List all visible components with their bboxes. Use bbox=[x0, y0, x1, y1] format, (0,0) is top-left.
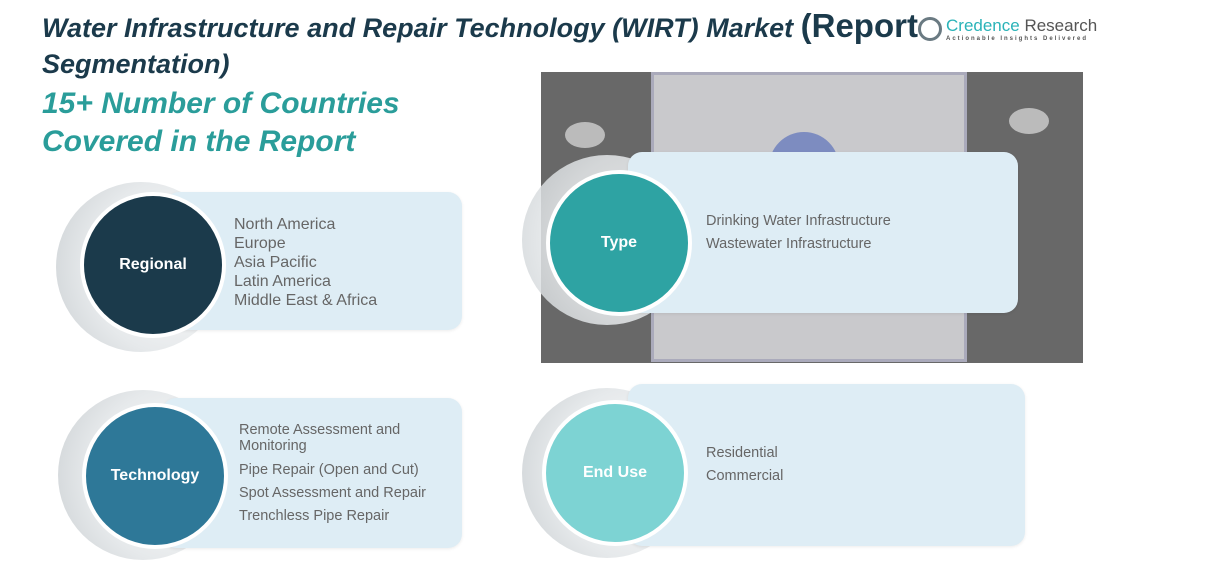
list-item: Middle East & Africa bbox=[234, 292, 378, 309]
list-item: Pipe Repair (Open and Cut) bbox=[239, 462, 419, 478]
list-item: Asia Pacific bbox=[234, 254, 317, 271]
end-use-panel bbox=[628, 384, 1025, 546]
logo-tagline: Actionable Insights Delivered bbox=[946, 36, 1089, 42]
list-item: Residential bbox=[706, 445, 778, 461]
technology-list: Remote Assessment and Monitoring Pipe Re… bbox=[239, 420, 429, 528]
list-item: Europe bbox=[234, 235, 286, 252]
subtitle: 15+ Number of Countries Covered in the R… bbox=[42, 87, 400, 158]
credence-logo: Credence Research Actionable Insights De… bbox=[918, 16, 1097, 42]
list-item: Commercial bbox=[706, 468, 784, 484]
regional-list: North America Europe Asia Pacific Latin … bbox=[234, 215, 377, 310]
list-item: Spot Assessment and Repair bbox=[239, 485, 426, 501]
list-item: North America bbox=[234, 216, 336, 233]
end-use-list: Residential Commercial bbox=[706, 442, 783, 488]
title-line2: Segmentation) bbox=[42, 49, 230, 79]
type-panel bbox=[628, 152, 1018, 313]
title-report: (Report bbox=[800, 7, 918, 44]
page-title: Water Infrastructure and Repair Technolo… bbox=[42, 8, 942, 82]
type-circle: Type bbox=[546, 170, 692, 316]
list-item: Latin America bbox=[234, 273, 331, 290]
list-item: Drinking Water Infrastructure bbox=[706, 213, 891, 229]
list-item: Remote Assessment and Monitoring bbox=[239, 422, 401, 454]
logo-chart-icon bbox=[918, 17, 942, 41]
speech-bubble-icon bbox=[1009, 108, 1049, 134]
speech-bubble-icon bbox=[565, 122, 605, 148]
technology-circle: Technology bbox=[82, 403, 228, 549]
list-item: Wastewater Infrastructure bbox=[706, 236, 872, 252]
list-item: Trenchless Pipe Repair bbox=[239, 508, 390, 524]
logo-name: Credence Research bbox=[946, 16, 1097, 36]
regional-circle: Regional bbox=[80, 192, 226, 338]
title-text: Water Infrastructure and Repair Technolo… bbox=[42, 13, 801, 43]
logo-name-2: Research bbox=[1019, 16, 1098, 35]
logo-name-1: Credence bbox=[946, 16, 1020, 35]
type-list: Drinking Water Infrastructure Wastewater… bbox=[706, 210, 891, 256]
end-use-circle: End Use bbox=[542, 400, 688, 546]
